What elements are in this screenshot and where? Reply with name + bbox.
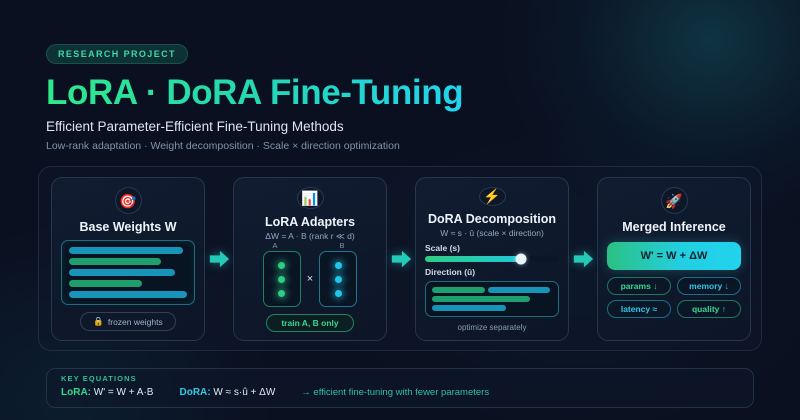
lightning-icon: ⚡ xyxy=(478,187,506,206)
arrow-right-icon xyxy=(391,250,412,268)
card-title-merged-inference: Merged Inference xyxy=(622,220,726,234)
train-ab-pill: train A, B only xyxy=(266,314,354,332)
direction-bar xyxy=(432,305,507,311)
metric-quality: quality ↑ xyxy=(677,300,741,318)
bar-chart-icon: 📊 xyxy=(296,187,324,210)
metric-params: params ↓ xyxy=(607,277,671,295)
page-subtitle: Efficient Parameter-Efficient Fine-Tunin… xyxy=(46,119,344,135)
target-icon: 🎯 xyxy=(114,187,142,214)
matrix-a xyxy=(262,251,301,307)
weight-bar xyxy=(69,247,184,254)
scale-slider[interactable] xyxy=(425,253,559,265)
flow-arrow-2-container xyxy=(387,177,415,341)
metrics-grid: params ↓ memory ↓ latency ≈ quality ↑ xyxy=(607,277,741,318)
direction-label: Direction (û) xyxy=(425,267,476,277)
weight-bar xyxy=(69,258,162,265)
rocket-icon: 🚀 xyxy=(660,187,688,214)
lora-equation-value: W' = W + A·B xyxy=(93,387,154,398)
key-equations-panel: KEY EQUATIONS LoRA: W' = W + A·B DoRA: W… xyxy=(46,368,754,408)
scale-slider-knob[interactable] xyxy=(515,253,527,265)
matrix-dot xyxy=(334,289,342,297)
weights-matrix-visual xyxy=(61,240,195,305)
dora-formula: W ≈ s · û (scale × direction) xyxy=(440,227,544,238)
header: RESEARCH PROJECT LoRA · DoRA Fine-Tuning… xyxy=(46,44,464,153)
adapter-matrices: × xyxy=(243,251,377,307)
flow-panel: 🎯 Base Weights W 🔒 frozen weights xyxy=(38,166,762,351)
dora-equation-key: DoRA: xyxy=(179,387,211,398)
direction-matrix-visual xyxy=(425,281,559,317)
dora-equation: DoRA: W ≈ s·û + ΔW xyxy=(179,387,275,398)
direction-bar xyxy=(432,287,485,293)
scale-slider-fill xyxy=(425,255,522,262)
scale-label: Scale (s) xyxy=(425,242,460,253)
dora-equation-value: W ≈ s·û + ΔW xyxy=(213,387,276,398)
arrow-right-icon xyxy=(573,250,594,268)
metric-memory: memory ↓ xyxy=(677,277,741,295)
weight-bar xyxy=(69,280,143,287)
page-title: LoRA · DoRA Fine-Tuning xyxy=(46,73,464,112)
flow-arrow-1-container xyxy=(205,177,233,341)
matrix-dot xyxy=(334,261,342,269)
card-lora-adapters[interactable]: 📊 LoRA Adapters ΔW = A · B (rank r ≪ d) … xyxy=(233,177,387,341)
footer-note: → efficient fine-tuning with fewer param… xyxy=(301,387,490,398)
frozen-weights-label: frozen weights xyxy=(107,316,163,327)
lora-formula: ΔW = A · B (rank r ≪ d) xyxy=(265,231,355,242)
flow-arrow-3-container xyxy=(569,177,597,341)
weight-bar xyxy=(69,291,187,298)
weight-bar xyxy=(69,269,176,276)
matrix-dot xyxy=(278,289,286,297)
matrix-b-label: B xyxy=(339,241,345,251)
direction-row xyxy=(432,296,552,302)
metric-latency: latency ≈ xyxy=(607,300,671,318)
lora-equation-key: LoRA: xyxy=(61,387,91,398)
lora-equation: LoRA: W' = W + A·B xyxy=(61,387,153,398)
frozen-weights-pill: 🔒 frozen weights xyxy=(80,312,176,331)
matrix-a-label: A xyxy=(272,241,278,251)
direction-row xyxy=(432,305,552,311)
key-equations-row: LoRA: W' = W + A·B DoRA: W ≈ s·û + ΔW → … xyxy=(61,387,739,398)
card-title-base-weights: Base Weights W xyxy=(79,220,177,234)
flow-row: 🎯 Base Weights W 🔒 frozen weights xyxy=(51,177,751,341)
matrix-dot xyxy=(334,275,342,283)
lock-icon: 🔒 xyxy=(93,316,104,326)
multiply-operator: × xyxy=(306,273,314,285)
matrix-b xyxy=(319,251,358,307)
matrix-labels: A B xyxy=(243,241,377,251)
card-base-weights[interactable]: 🎯 Base Weights W 🔒 frozen weights xyxy=(51,177,205,341)
arrow-right-icon xyxy=(209,250,230,268)
matrix-dot xyxy=(278,275,286,283)
page-tagline: Low-rank adaptation · Weight decompositi… xyxy=(46,140,400,153)
direction-bar xyxy=(487,287,551,293)
direction-row xyxy=(432,287,552,293)
key-equations-label: KEY EQUATIONS xyxy=(61,374,137,383)
card-dora-decomposition[interactable]: ⚡ DoRA Decomposition W ≈ s · û (scale × … xyxy=(415,177,569,341)
matrix-dot xyxy=(278,261,286,269)
research-project-badge: RESEARCH PROJECT xyxy=(46,44,188,64)
card-title-dora-decomposition: DoRA Decomposition xyxy=(427,211,556,226)
card-merged-inference[interactable]: 🚀 Merged Inference W' = W + ΔW params ↓ … xyxy=(597,177,751,341)
merged-equation-bar: W' = W + ΔW xyxy=(607,242,741,270)
card-title-lora-adapters: LoRA Adapters xyxy=(264,215,356,230)
direction-bar xyxy=(432,296,531,302)
optimize-separately-caption: optimize separately xyxy=(457,323,527,332)
